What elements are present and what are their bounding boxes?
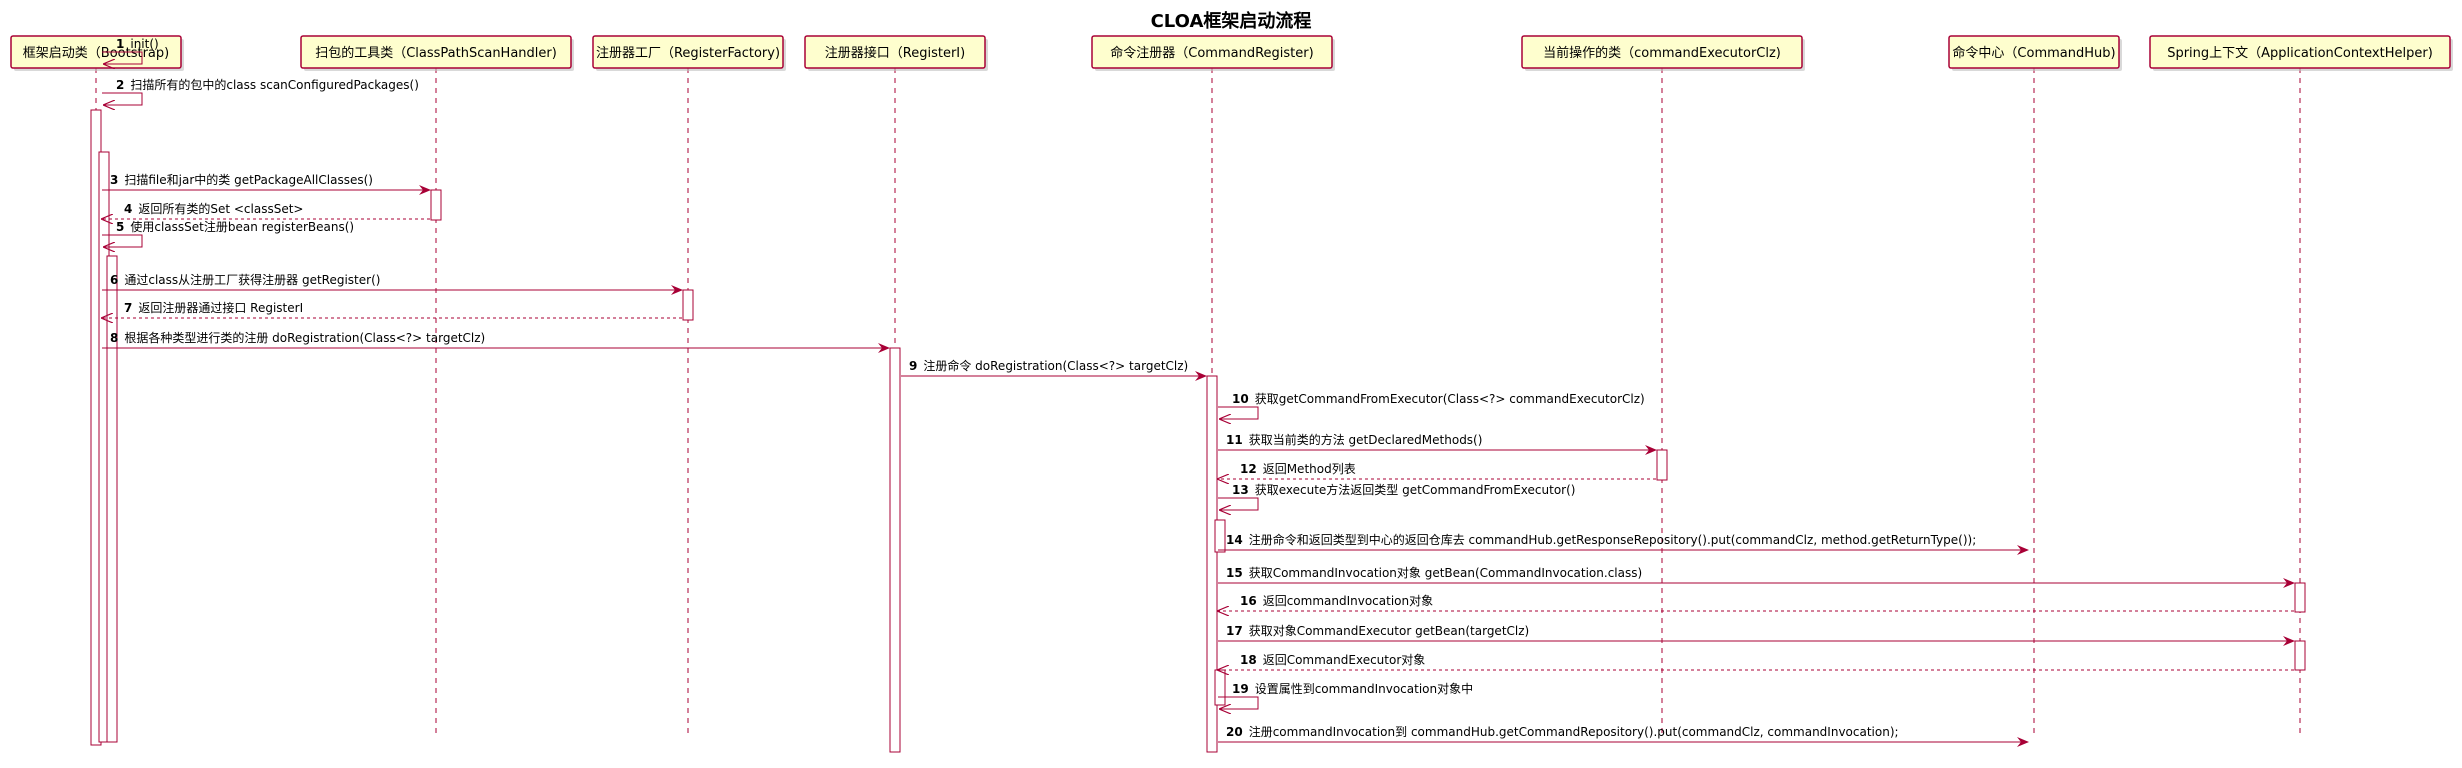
participant-label: 当前操作的类（commandExecutorClz) [1543,45,1781,61]
participant-p5: 当前操作的类（commandExecutorClz) [1521,35,1805,71]
activation-bar [1656,449,1668,481]
participant-label: 注册器接口（RegisterI) [825,45,965,61]
participant-p7: Spring上下文（ApplicationContextHelper) [2149,35,2453,71]
participant-p1: 扫包的工具类（ClassPathScanHandler) [300,35,574,71]
activation-bar [1214,519,1226,553]
participant-p4: 命令注册器（CommandRegister) [1091,35,1335,71]
participant-label: 命令注册器（CommandRegister) [1110,45,1313,61]
activation-bars [90,109,2306,753]
participant-label: 框架启动类（Bootstrap) [23,46,169,61]
lifelines [95,68,2301,738]
activation-bar [1214,669,1226,706]
participant-p3: 注册器接口（RegisterI) [804,35,988,71]
diagram-title: CLOA框架启动流程 [1151,10,1312,32]
activation-bar [889,347,901,753]
activation-bar [2294,582,2306,613]
participant-p6: 命令中心（CommandHub) [1948,35,2122,71]
participant-label: Spring上下文（ApplicationContextHelper) [2167,46,2433,61]
participant-label: 注册器工厂（RegisterFactory) [596,46,780,61]
activation-bar [2294,640,2306,671]
activation-bar [1206,375,1218,753]
participant-p2: 注册器工厂（RegisterFactory) [592,35,786,71]
participant-label: 扫包的工具类（ClassPathScanHandler) [315,45,557,61]
participant-boxes: 框架启动类（Bootstrap) 扫包的工具类（ClassPathScanHand… [10,35,2453,71]
activation-bar [682,289,694,321]
participant-label: 命令中心（CommandHub) [1952,45,2115,61]
activation-bar [106,255,118,743]
activation-bar [430,189,442,221]
